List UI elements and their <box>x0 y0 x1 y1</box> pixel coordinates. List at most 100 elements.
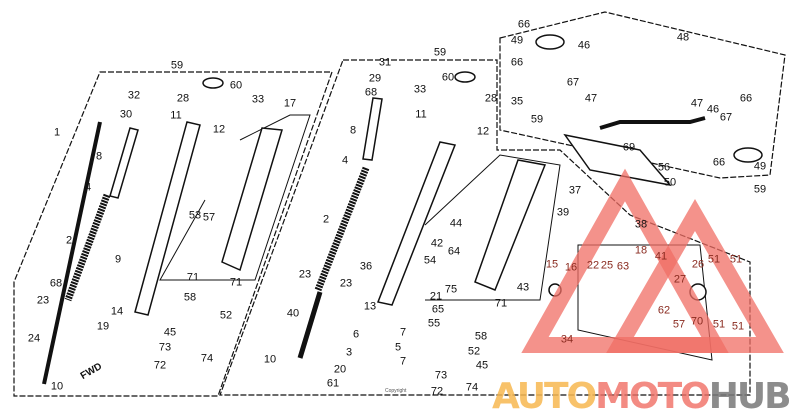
part-label-33: 33 <box>251 93 265 106</box>
part-label-31: 31 <box>378 56 392 69</box>
part-label-58: 58 <box>474 330 488 343</box>
part-label-74: 74 <box>200 352 214 365</box>
middle-panel-border <box>219 59 751 396</box>
part-label-55: 55 <box>427 317 441 330</box>
part-label-40: 40 <box>286 307 300 320</box>
part-label-62: 62 <box>657 304 671 317</box>
part-label-73: 73 <box>434 369 448 382</box>
part-label-14: 14 <box>110 305 124 318</box>
part-label-66: 66 <box>739 92 753 105</box>
slider-17 <box>221 127 283 272</box>
part-label-52: 52 <box>219 309 233 322</box>
part-label-12: 12 <box>212 123 226 136</box>
part-label-53: 53 <box>188 209 202 222</box>
part-label-57: 57 <box>672 318 686 331</box>
clamp-49 <box>535 34 565 50</box>
slider-37 <box>474 159 547 291</box>
part-label-8: 8 <box>95 150 103 163</box>
part-label-46: 46 <box>577 39 591 52</box>
part-label-47: 47 <box>690 97 704 110</box>
part-label-42: 42 <box>430 237 444 250</box>
part-label-17: 17 <box>283 97 297 110</box>
part-label-12: 12 <box>476 125 490 138</box>
part-label-73: 73 <box>158 341 172 354</box>
part-label-4: 4 <box>341 154 349 167</box>
part-label-29: 29 <box>368 72 382 85</box>
part-label-19: 19 <box>96 320 110 333</box>
tube-8-mid <box>362 97 383 161</box>
part-label-2: 2 <box>322 213 330 226</box>
left-panel-border <box>13 71 333 397</box>
spring-2-mid <box>314 166 370 292</box>
part-label-64: 64 <box>447 245 461 258</box>
part-label-51: 51 <box>712 318 726 331</box>
logo-triangle <box>521 168 784 353</box>
part-label-36: 36 <box>359 260 373 273</box>
rod-40 <box>297 291 323 359</box>
part-label-45: 45 <box>163 326 177 339</box>
part-label-37: 37 <box>568 184 582 197</box>
part-label-51: 51 <box>731 320 745 333</box>
part-label-23: 23 <box>298 268 312 281</box>
part-label-35: 35 <box>510 95 524 108</box>
spring-2 <box>64 193 111 302</box>
part-label-65: 65 <box>431 303 445 316</box>
part-label-38: 38 <box>634 218 648 231</box>
part-label-8: 8 <box>349 124 357 137</box>
part-label-28: 28 <box>484 92 498 105</box>
part-label-32: 32 <box>127 89 141 102</box>
part-label-1: 1 <box>53 126 61 139</box>
right-top-panel-border <box>499 11 786 179</box>
watermark-logo: AUTOMOTOHUB <box>492 376 792 417</box>
part-label-10: 10 <box>50 380 64 393</box>
seal-60-mid <box>454 71 476 83</box>
part-label-28: 28 <box>176 92 190 105</box>
part-label-66: 66 <box>517 18 531 31</box>
part-label-10: 10 <box>263 353 277 366</box>
part-label-34: 34 <box>560 333 574 346</box>
part-label-72: 72 <box>430 385 444 398</box>
part-label-25: 25 <box>600 259 614 272</box>
part-label-60: 60 <box>441 71 455 84</box>
part-label-2: 2 <box>65 234 73 247</box>
part-label-71: 71 <box>186 271 200 284</box>
part-label-67: 67 <box>566 76 580 89</box>
part-label-24: 24 <box>27 332 41 345</box>
fork-tube-9 <box>134 121 201 316</box>
part-label-41: 41 <box>654 250 668 263</box>
part-label-74: 74 <box>465 381 479 394</box>
part-label-11: 11 <box>170 109 182 122</box>
tube-8 <box>109 127 139 199</box>
part-label-68: 68 <box>364 86 378 99</box>
part-label-11: 11 <box>415 108 427 121</box>
part-label-57: 57 <box>202 211 216 224</box>
part-label-18: 18 <box>634 244 648 257</box>
fork-damper-rod <box>42 121 102 385</box>
part-label-7: 7 <box>399 326 407 339</box>
part-label-46: 46 <box>706 103 720 116</box>
part-label-47: 47 <box>584 92 598 105</box>
part-label-13: 13 <box>363 300 377 313</box>
part-label-54: 54 <box>423 254 437 267</box>
part-label-26: 26 <box>691 258 705 271</box>
part-label-52: 52 <box>467 345 481 358</box>
part-label-44: 44 <box>449 217 463 230</box>
part-label-16: 16 <box>564 261 578 274</box>
part-label-60: 60 <box>229 79 243 92</box>
part-label-59: 59 <box>433 46 447 59</box>
clamp-49-right <box>733 147 763 163</box>
part-label-21: 21 <box>429 290 443 303</box>
part-label-39: 39 <box>556 206 570 219</box>
part-label-3: 3 <box>345 346 353 359</box>
fork-tube-36 <box>376 141 457 306</box>
part-label-49: 49 <box>753 160 767 173</box>
part-label-71: 71 <box>229 276 243 289</box>
part-label-6: 6 <box>352 328 360 341</box>
part-label-51: 51 <box>729 253 743 266</box>
part-label-51: 51 <box>707 253 721 266</box>
part-label-68: 68 <box>49 277 63 290</box>
part-label-58: 58 <box>183 291 197 304</box>
part-label-50: 50 <box>663 176 677 189</box>
watermark-hub: HUB <box>708 376 792 417</box>
